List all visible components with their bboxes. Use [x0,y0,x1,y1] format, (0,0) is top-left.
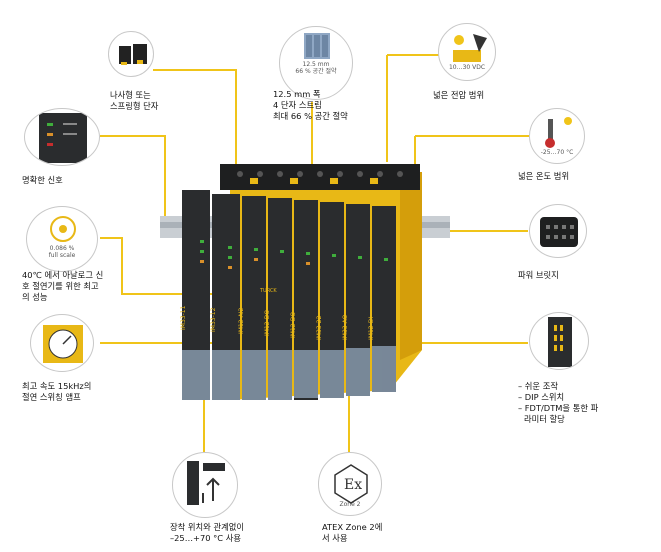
width-icon-text-2: 66 % 공간 절약 [295,68,337,75]
switching-label-1: 최고 속도 15kHz의 [22,381,92,391]
configuration-icon [529,312,589,370]
width-label-3: 최대 66 % 공간 절약 [273,111,348,121]
svg-text:Ex: Ex [344,477,362,493]
temperature-label: 넓은 온도 범위 [518,171,570,181]
atex-icon-text: Zone 2 [339,501,361,508]
status-leds [200,240,388,261]
module-label: IM12-DO [290,311,297,338]
product-illustration [160,164,450,400]
voltage-icon: 10…30 VDC [438,23,496,81]
module-label: IM33-AO [342,314,349,340]
analog-accuracy-icon: 0.086 % full scale [26,206,98,272]
width-icon-text-1: 12.5 mm [302,61,330,68]
atex-label-1: ATEX Zone 2에 [322,522,383,532]
module-label: IM33-12 [210,307,217,332]
width-label-1: 12.5 mm 폭 [273,89,321,99]
analog-label-2: 호 절연기를 위한 최고 [22,281,99,291]
mounting-label-1: 장착 위치와 관계없이 [170,522,244,532]
bottom-terminals [182,346,396,400]
config-item-3-cont: 라미터 할당 [524,414,565,424]
module-label: IM12-AI2 [238,307,245,334]
voltage-label: 넓은 전압 범위 [433,90,485,100]
module-label: IM33-22 [316,315,323,340]
config-item-2: – DIP 스위치 [518,392,565,402]
terminal-connector-icon [108,31,154,77]
power-bridge-icon [529,204,587,258]
config-item-1: – 쉬운 조작 [518,381,558,391]
terminals-label-1: 나사형 또는 [110,90,151,100]
module-label: IM33-11 [180,305,187,330]
atex-label-2: 서 사용 [322,533,348,543]
signal-label: 명확한 신호 [22,175,63,185]
atex-ex-icon: Ex Zone 2 [318,452,382,516]
analog-icon-text-1: 0.086 % [49,245,75,252]
temperature-icon-text: -25…70 °C [540,149,574,156]
width-label-2: 4 단자 스트립 [273,100,322,110]
brand-label: TURCK [260,288,277,294]
analog-label-3: 의 성능 [22,292,48,302]
module-label: IM12-DI [368,316,375,340]
analog-icon-text-2: full scale [48,252,76,259]
module-width-icon: 12.5 mm 66 % 공간 절약 [279,26,353,100]
power-bridge-label: 파워 브릿지 [518,270,559,280]
voltage-icon-text: 10…30 VDC [448,64,486,71]
yellow-housing-side [400,172,422,360]
switching-label-2: 절연 스위칭 앰프 [22,392,81,402]
mounting-icon [172,452,238,518]
module-label: IM12-DO [264,309,271,336]
thermometer-icon: -25…70 °C [529,108,585,164]
signal-led-icon [24,108,100,166]
config-item-3: – FDT/DTM을 통한 파 [518,403,599,413]
analog-label-1: 40℃ 에서 아날로그 신 [22,270,104,280]
switching-amp-icon [30,314,94,372]
mounting-label-2: –25…+70 °C 사용 [170,533,241,543]
terminals-label-2: 스프링형 단자 [110,101,159,111]
